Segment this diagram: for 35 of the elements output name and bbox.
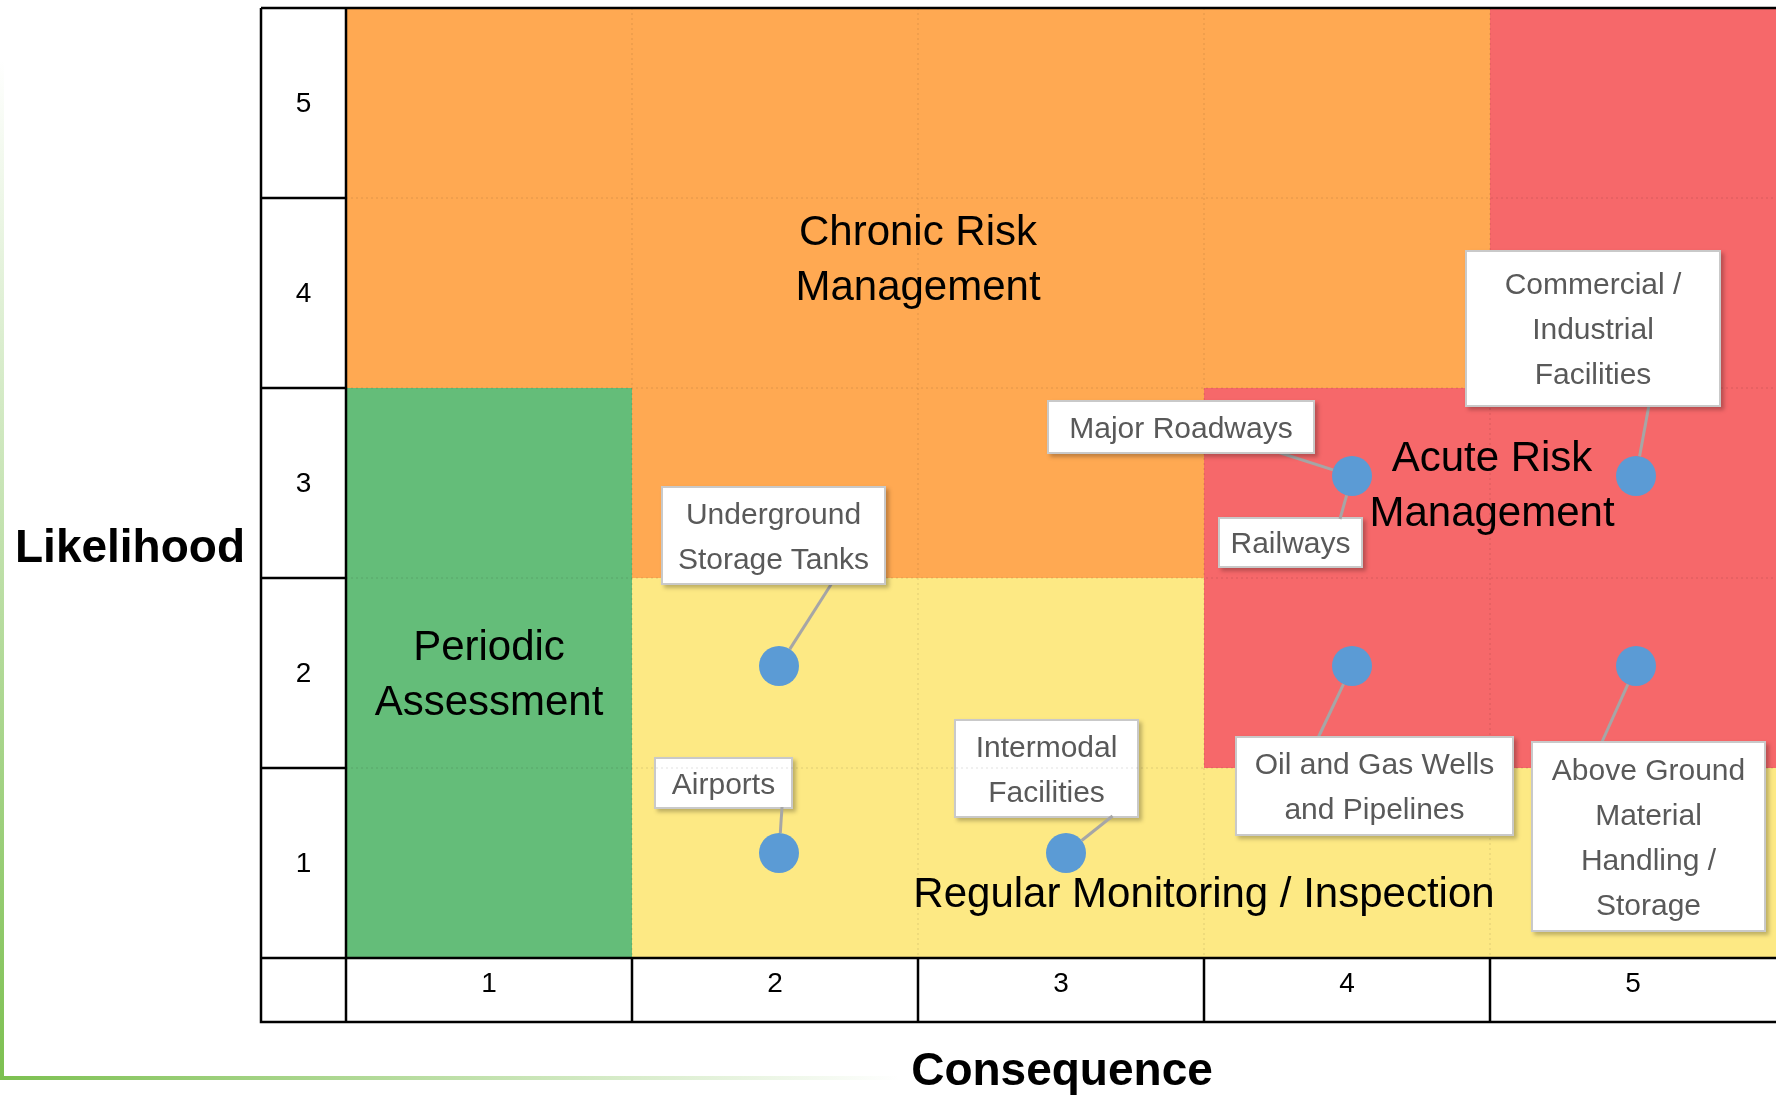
tick-label: 3 [1053, 967, 1069, 999]
tick-label: 2 [767, 967, 783, 999]
callout-tail [1316, 683, 1345, 739]
marker-dot [1332, 456, 1372, 496]
callout-label: Intermodal Facilities [954, 719, 1139, 818]
marker-dot [1046, 833, 1086, 873]
callout-label: Underground Storage Tanks [661, 486, 886, 585]
zone-label: Periodic Assessment [373, 621, 605, 726]
callout-tail [1338, 494, 1349, 520]
axis-title: Consequence [911, 1041, 1213, 1096]
callout-label: Railways [1218, 517, 1363, 568]
tick-label: 3 [295, 467, 312, 499]
marker-dot [759, 833, 799, 873]
zone-label: Acute Risk Management [1368, 432, 1616, 537]
tick-label: 1 [295, 847, 312, 879]
callout-tail [1638, 404, 1651, 457]
tick-label: 4 [1339, 967, 1355, 999]
axis-title: Likelihood [15, 519, 245, 573]
marker-dot [1616, 646, 1656, 686]
zone-label: Chronic Risk Management [794, 206, 1042, 311]
marker-dot [1332, 646, 1372, 686]
tick-label: 5 [1625, 967, 1641, 999]
tick-label: 5 [295, 87, 312, 119]
marker-dot [1616, 456, 1656, 496]
zone-label: Regular Monitoring / Inspection [913, 867, 1495, 918]
callout-tail [1600, 683, 1630, 744]
tick-label: 1 [481, 967, 497, 999]
risk-zone [346, 388, 632, 958]
callout-tail [788, 582, 834, 650]
tick-label: 2 [295, 657, 312, 689]
callout-label: Airports [654, 757, 793, 809]
callout-tail [1080, 814, 1114, 842]
callout-tail [778, 806, 784, 834]
marker-dot [759, 646, 799, 686]
tick-label: 4 [295, 277, 312, 309]
